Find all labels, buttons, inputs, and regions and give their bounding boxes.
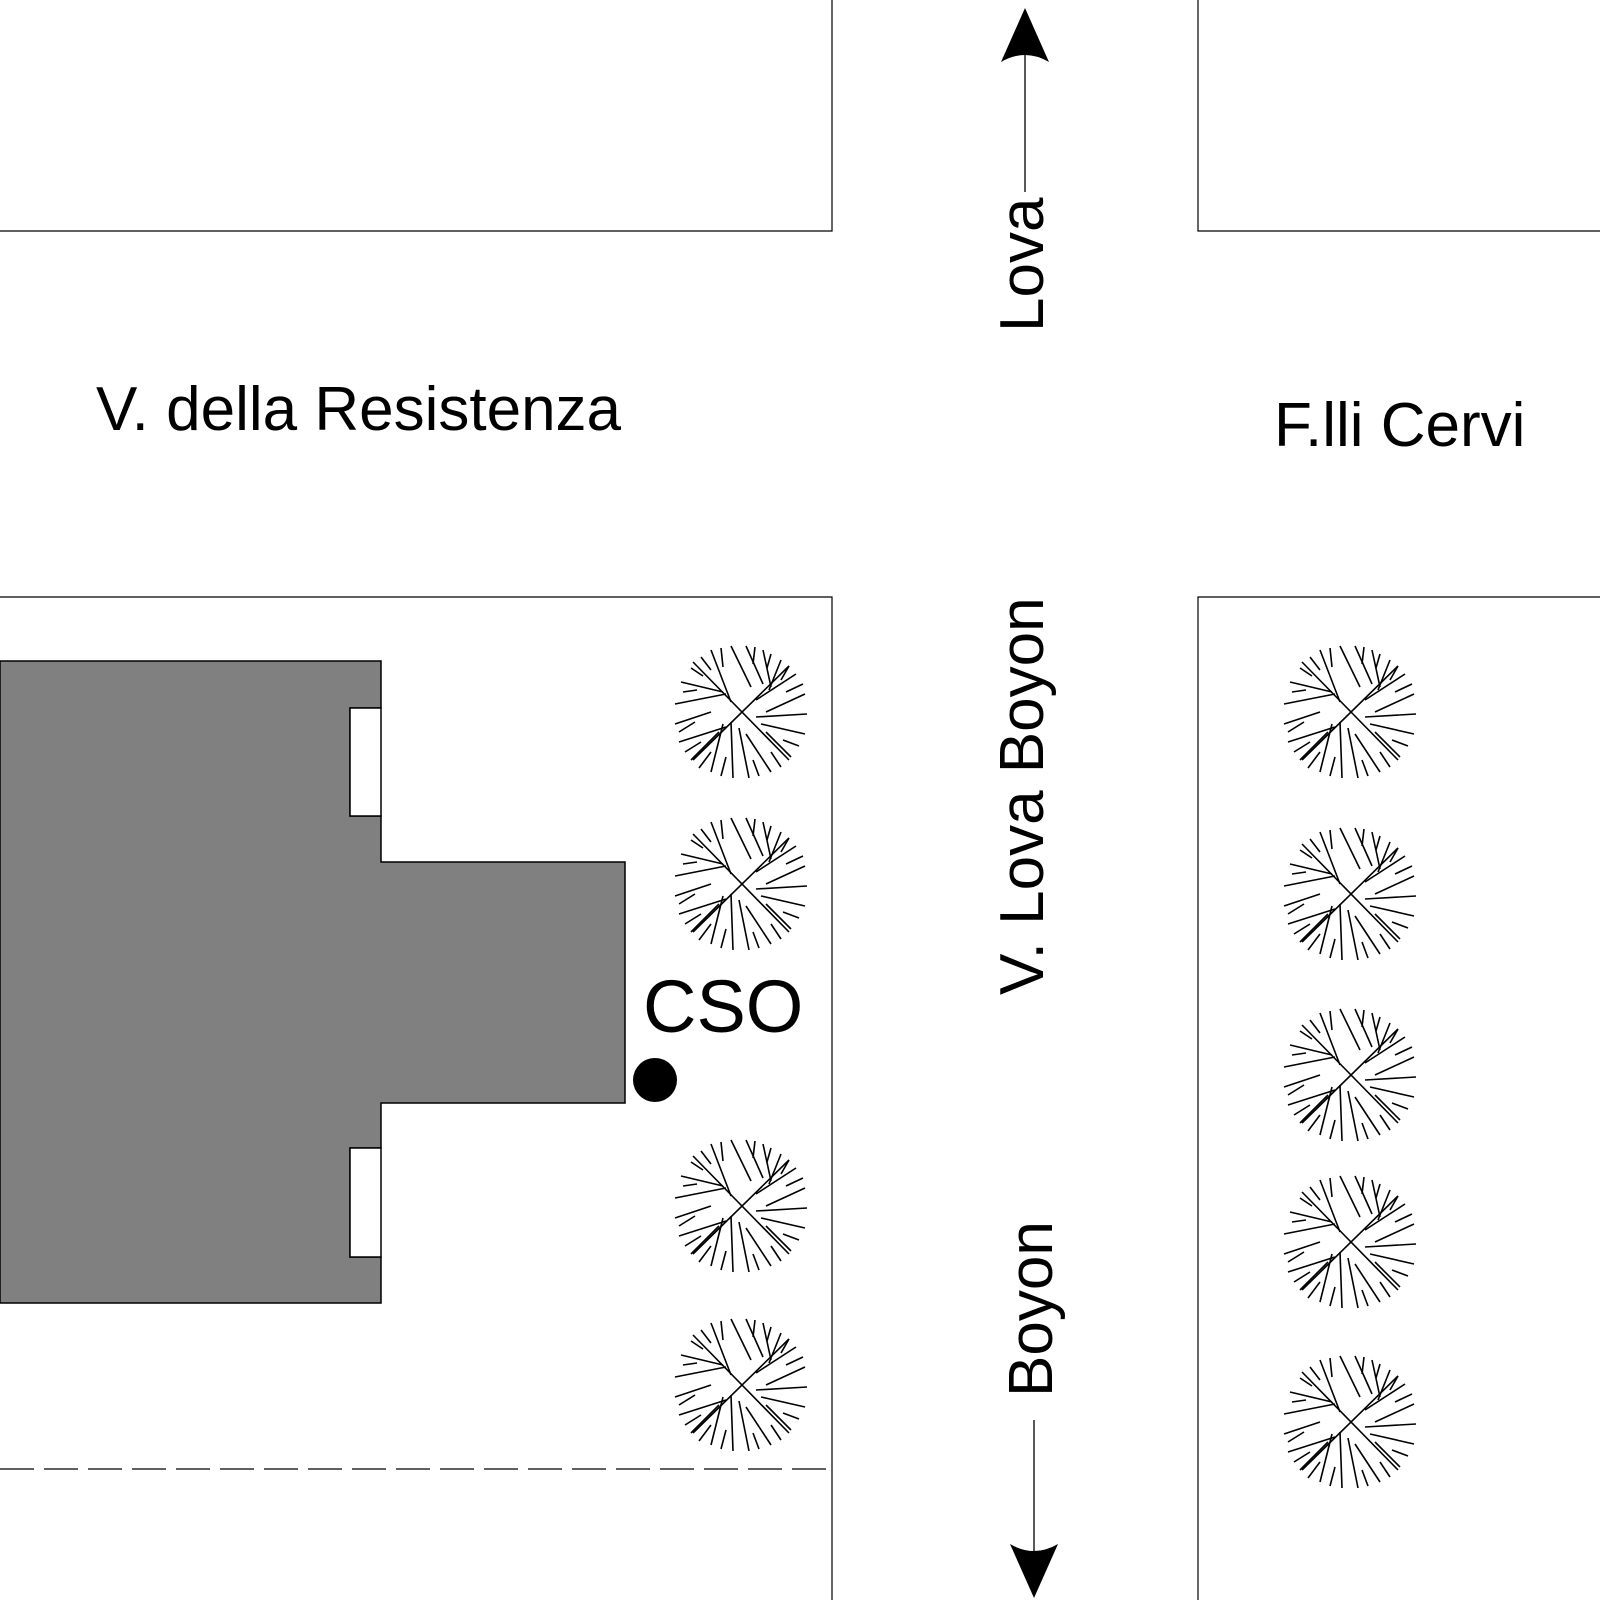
tree-symbol-icon [1282, 1007, 1418, 1143]
block-northwest [0, 0, 833, 232]
tree-symbol-icon [673, 644, 809, 780]
street-label-lova-boyon: V. Lova Boyon [988, 597, 1057, 995]
tree-symbol-icon [673, 1138, 809, 1274]
cso-label: CSO [643, 965, 803, 1048]
street-label-della-resistenza: V. della Resistenza [96, 375, 622, 444]
arrow-down-icon [1010, 1544, 1058, 1598]
building-notch-lower [349, 1147, 382, 1258]
direction-south: Boyon [997, 1221, 1066, 1598]
direction-north: Lova [988, 8, 1057, 332]
arrow-up-icon [1001, 8, 1049, 62]
building-footprint [0, 660, 626, 1304]
tree-symbol-icon [1282, 826, 1418, 962]
direction-label-boyon: Boyon [997, 1221, 1066, 1397]
block-southeast [1197, 596, 1600, 1600]
direction-label-lova: Lova [988, 197, 1057, 332]
tree-symbol-icon [1282, 1174, 1418, 1310]
street-label-flli-cervi: F.lli Cervi [1274, 391, 1525, 460]
tree-row-east [1282, 644, 1418, 1490]
filled-circle-icon [633, 1058, 677, 1102]
block-northeast [1197, 0, 1600, 232]
tree-symbol-icon [673, 816, 809, 952]
tree-symbol-icon [1282, 644, 1418, 780]
building-notch-upper [349, 707, 382, 817]
tree-row-west [673, 644, 809, 1453]
tree-symbol-icon [1282, 1354, 1418, 1490]
tree-symbol-icon [673, 1317, 809, 1453]
block-southwest [0, 596, 833, 1600]
